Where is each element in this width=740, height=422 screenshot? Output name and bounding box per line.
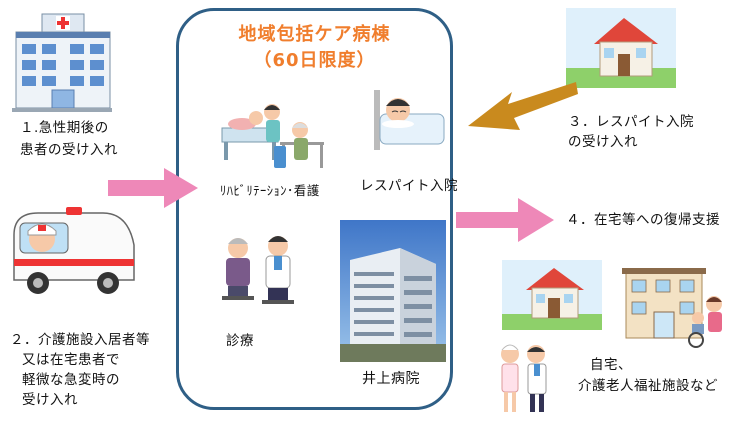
item-respite-line2: の受け入れ bbox=[568, 134, 638, 150]
home-icon bbox=[502, 260, 602, 330]
arrow-right-icon bbox=[108, 168, 198, 208]
doctor-consultation-icon bbox=[222, 236, 294, 304]
item-home-return-line1: ４．在宅等への復帰支援 bbox=[566, 212, 720, 228]
rehab-label: ﾘﾊﾋﾞﾘﾃｰｼｮﾝ･看護 bbox=[220, 183, 320, 198]
ambulance-icon bbox=[13, 207, 135, 294]
respite-admission-label: レスパイト入院 bbox=[360, 178, 458, 194]
ward-title: 地域包括ケア病棟 bbox=[238, 24, 391, 45]
item-acute-line2: 患者の受け入れ bbox=[20, 142, 118, 158]
hospital-building-icon bbox=[12, 13, 112, 112]
destination-line2: 介護老人福祉施設など bbox=[578, 378, 718, 394]
hospital-name-label: 井上病院 bbox=[362, 371, 420, 387]
arrow-down-left-icon bbox=[468, 82, 578, 130]
item-facility-line4: 受け入れ bbox=[22, 392, 78, 408]
item-acute-line1: １.急性期後の bbox=[20, 120, 109, 136]
item-respite-line1: ３．レスパイト入院 bbox=[568, 114, 694, 130]
house-icon bbox=[566, 8, 676, 88]
item-facility-line2: 又は在宅患者で bbox=[22, 352, 120, 368]
nurse-doctor-icon bbox=[501, 344, 547, 412]
care-facility-icon bbox=[622, 268, 722, 348]
item-facility-line3: 軽微な急変時の bbox=[22, 372, 120, 388]
patient-bed-icon bbox=[374, 90, 445, 150]
treatment-label: 診療 bbox=[226, 333, 254, 349]
ward-title-limit: （60日限度） bbox=[253, 50, 376, 71]
item-facility-line1: ２．介護施設入居者等 bbox=[10, 332, 150, 348]
rehabilitation-icon bbox=[221, 104, 324, 168]
destination-line1: 自宅、 bbox=[590, 357, 632, 373]
hospital-photo bbox=[340, 220, 446, 362]
arrow-right-icon bbox=[456, 198, 554, 242]
